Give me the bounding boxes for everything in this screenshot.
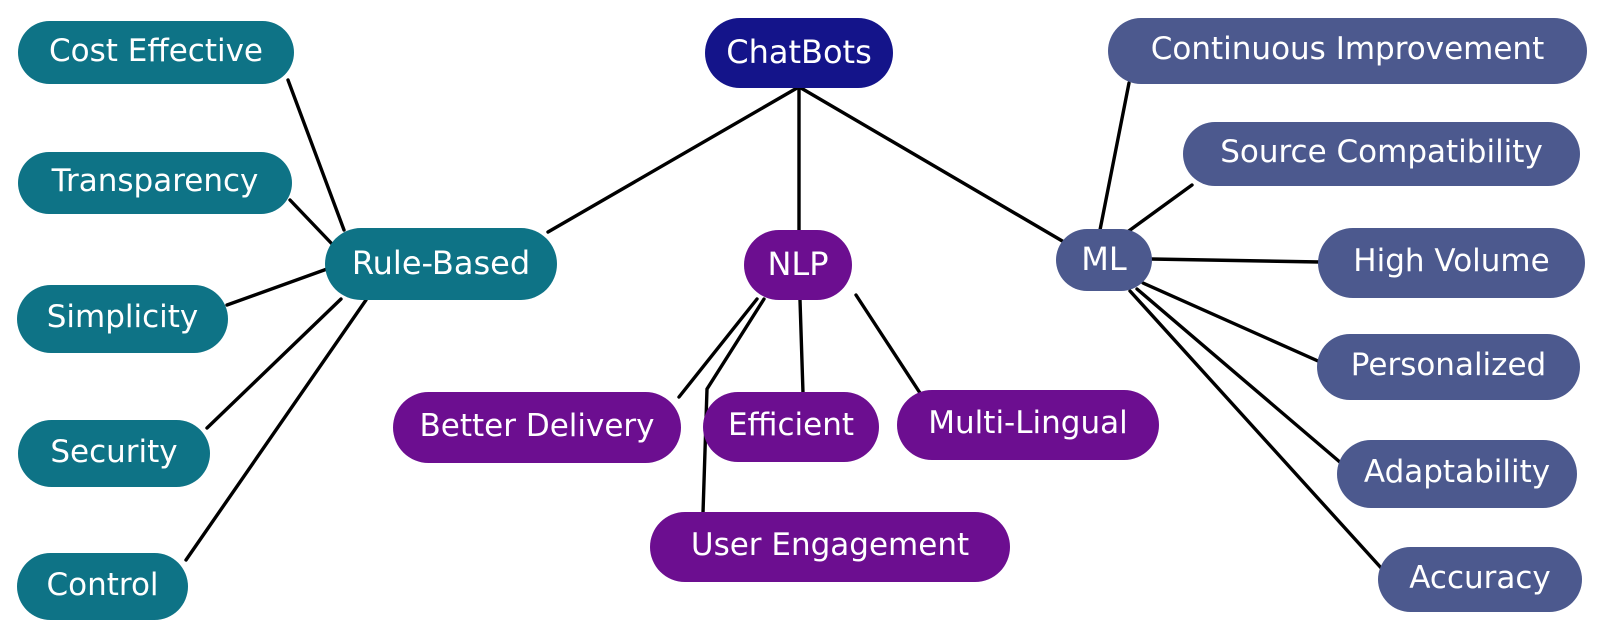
edge-chatbots-rule-based — [546, 86, 799, 234]
edge-rule-based-simplicity — [225, 267, 329, 307]
edge-rule-based-security — [205, 297, 343, 430]
edge-ml-continuous-improvement — [1098, 81, 1131, 232]
node-label-simplicity: Simplicity — [46, 299, 199, 335]
edge-ml-accuracy — [1128, 289, 1385, 572]
node-label-high-volume: High Volume — [1353, 243, 1550, 279]
edge-nlp-efficient — [798, 298, 805, 395]
node-chatbots: ChatBots — [705, 18, 893, 88]
node-label-ml: ML — [1081, 239, 1127, 278]
node-continuous-improvement: Continuous Improvement — [1108, 18, 1587, 84]
node-label-rule-based: Rule-Based — [351, 243, 531, 282]
node-personalized: Personalized — [1317, 334, 1580, 400]
node-label-better-delivery: Better Delivery — [419, 407, 655, 444]
edge-rule-based-transparency — [288, 198, 335, 247]
node-accuracy: Accuracy — [1378, 547, 1582, 612]
node-label-multi-lingual: Multi-Lingual — [928, 405, 1128, 441]
node-label-control: Control — [46, 566, 159, 603]
node-simplicity: Simplicity — [17, 285, 228, 353]
node-label-source-compatibility: Source Compatibility — [1220, 134, 1543, 170]
edge-rule-based-cost-effective — [286, 78, 346, 232]
node-cost-effective: Cost Effective — [18, 21, 294, 84]
node-nlp: NLP — [744, 230, 852, 300]
node-label-adaptability: Adaptability — [1363, 454, 1551, 490]
node-rule-based: Rule-Based — [325, 228, 557, 300]
node-efficient: Efficient — [703, 392, 879, 462]
node-source-compatibility: Source Compatibility — [1183, 122, 1580, 186]
node-transparency: Transparency — [18, 152, 292, 214]
edge-nlp-user-engagement — [701, 297, 766, 515]
edge-nlp-multi-lingual — [854, 293, 922, 395]
edge-ml-adaptability — [1135, 287, 1343, 465]
node-label-efficient: Efficient — [727, 407, 855, 443]
node-multi-lingual: Multi-Lingual — [897, 390, 1159, 460]
edge-ml-high-volume — [1149, 257, 1322, 264]
node-ml: ML — [1056, 229, 1152, 291]
edge-chatbots-ml — [799, 86, 1066, 244]
edge-rule-based-control — [184, 298, 368, 562]
node-label-cost-effective: Cost Effective — [48, 32, 264, 69]
node-high-volume: High Volume — [1318, 228, 1585, 298]
node-better-delivery: Better Delivery — [393, 392, 681, 463]
node-control: Control — [17, 553, 188, 620]
node-label-user-engagement: User Engagement — [690, 527, 970, 563]
edge-ml-personalized — [1141, 281, 1320, 363]
node-label-continuous-improvement: Continuous Improvement — [1150, 31, 1545, 67]
node-label-transparency: Transparency — [51, 163, 259, 199]
node-label-chatbots: ChatBots — [726, 32, 872, 71]
edge-ml-source-compatibility — [1124, 183, 1194, 235]
node-user-engagement: User Engagement — [650, 512, 1010, 582]
node-adaptability: Adaptability — [1337, 440, 1577, 508]
node-label-accuracy: Accuracy — [1409, 559, 1551, 596]
node-label-personalized: Personalized — [1350, 347, 1547, 383]
node-label-security: Security — [50, 433, 178, 470]
node-label-nlp: NLP — [767, 244, 829, 283]
edge-nlp-better-delivery — [677, 297, 759, 399]
node-security: Security — [18, 420, 210, 487]
